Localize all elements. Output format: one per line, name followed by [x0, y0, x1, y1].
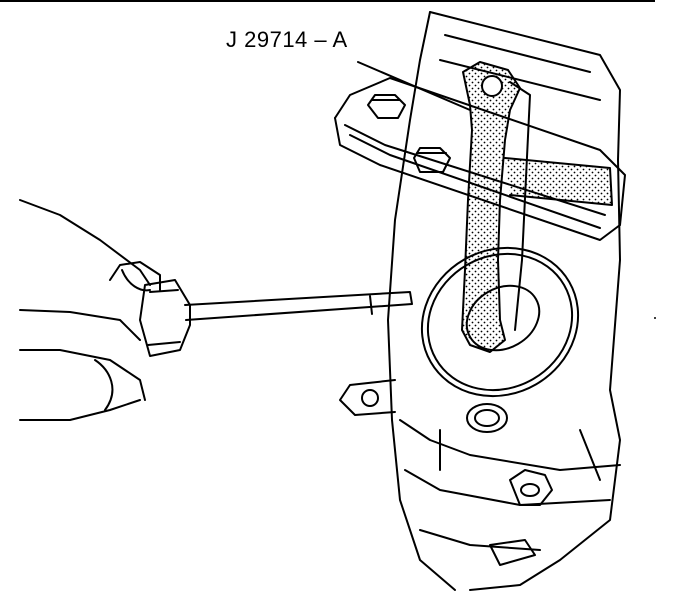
callout-leader: [357, 61, 471, 111]
seal-tool: [461, 61, 531, 353]
bolt-heads: [367, 94, 451, 173]
lower-fittings: [466, 403, 553, 566]
screwdriver: [139, 279, 413, 357]
engine-housing: [334, 11, 626, 591]
guide-rod: [504, 157, 613, 206]
tool-callout-label: J 29714 – A: [226, 27, 348, 52]
top-border-line: [0, 0, 655, 2]
stray-mark: [654, 317, 656, 319]
hand: [19, 199, 161, 421]
